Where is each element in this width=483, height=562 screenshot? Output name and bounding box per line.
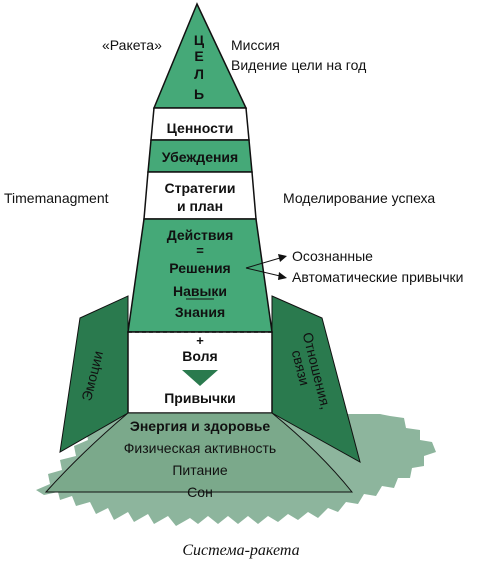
vision-label: Видение цели на год bbox=[231, 57, 366, 73]
arrow-automatic-head bbox=[278, 272, 287, 280]
mission-label: Миссия bbox=[231, 37, 280, 53]
arrow-conscious bbox=[245, 257, 281, 269]
actions-label: Действия bbox=[167, 227, 234, 243]
activity-label: Физическая активность bbox=[124, 440, 276, 456]
strategy-label-1: Стратегии bbox=[165, 180, 236, 196]
nutrition-label: Питание bbox=[172, 462, 227, 478]
values-label: Ценности bbox=[167, 120, 234, 136]
energy-label: Энергия и здоровье bbox=[130, 418, 270, 434]
conscious-label: Осознанные bbox=[292, 248, 373, 264]
time-management-label: Timemanagment bbox=[4, 190, 109, 206]
nose-letter-4: Ь bbox=[194, 86, 204, 102]
habits-label: Привычки bbox=[164, 390, 236, 406]
will-label: Воля bbox=[182, 348, 217, 364]
plus-label: + bbox=[196, 333, 204, 348]
section-energy bbox=[44, 412, 354, 493]
beliefs-label: Убеждения bbox=[162, 149, 238, 165]
nose-letter-1: Ц bbox=[194, 32, 205, 48]
figure-caption: Система-ракета bbox=[182, 542, 299, 559]
sleep-label: Сон bbox=[187, 484, 213, 500]
nose-letter-3: Л bbox=[194, 66, 204, 82]
success-modeling-label: Моделирование успеха bbox=[283, 190, 435, 206]
decisions-label: Решения bbox=[169, 260, 230, 276]
skills-label: Навыки bbox=[173, 283, 227, 299]
strategy-label-2: и план bbox=[177, 198, 223, 214]
arrow-automatic bbox=[245, 267, 281, 277]
habits-triangle bbox=[182, 370, 218, 386]
nose-letter-2: Е bbox=[194, 48, 203, 64]
equals-label: = bbox=[196, 243, 204, 258]
rocket-name-label: «Ракета» bbox=[102, 37, 162, 53]
automatic-habits-label: Автоматические привычки bbox=[292, 269, 463, 285]
knowledge-label: Знания bbox=[175, 304, 225, 320]
arrow-conscious-head bbox=[278, 254, 287, 262]
